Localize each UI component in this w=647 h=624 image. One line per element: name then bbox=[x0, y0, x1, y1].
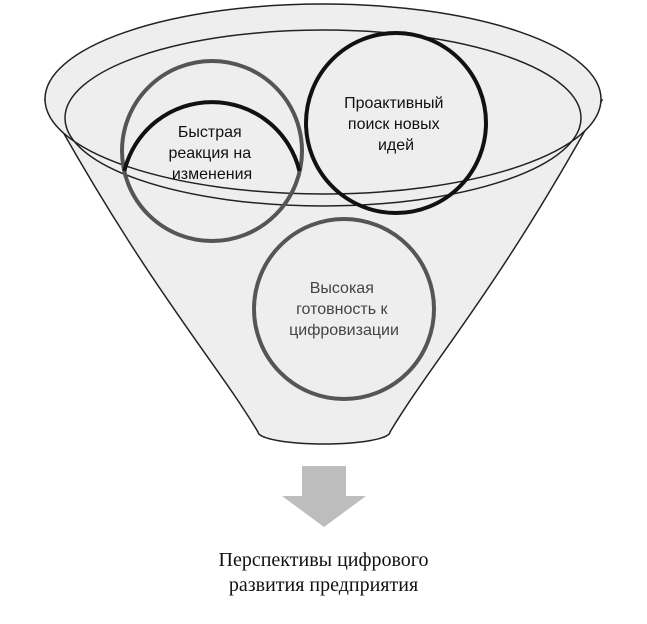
circle-proactive-search bbox=[304, 31, 488, 215]
proactive-search-label: Проактивный поиск новых идей bbox=[344, 95, 448, 154]
caption-line-1: Перспективы цифрового bbox=[218, 549, 429, 571]
circle-fast-reaction bbox=[120, 59, 304, 243]
funnel-rim-inner bbox=[64, 29, 582, 207]
fast-reaction-label: Быстрая реакция на изменения bbox=[168, 124, 255, 183]
caption-line-2: развития предприятия bbox=[228, 574, 419, 596]
circle-digital-readiness bbox=[252, 217, 436, 401]
down-arrow-icon bbox=[282, 466, 366, 527]
circle-fast-reaction-highlight bbox=[122, 100, 302, 172]
digital-readiness-label: Высокая готовность к цифровизации bbox=[289, 280, 399, 339]
funnel-rim-outer bbox=[44, 3, 602, 195]
result-caption: Перспективы цифрового развития предприят… bbox=[0, 548, 647, 598]
